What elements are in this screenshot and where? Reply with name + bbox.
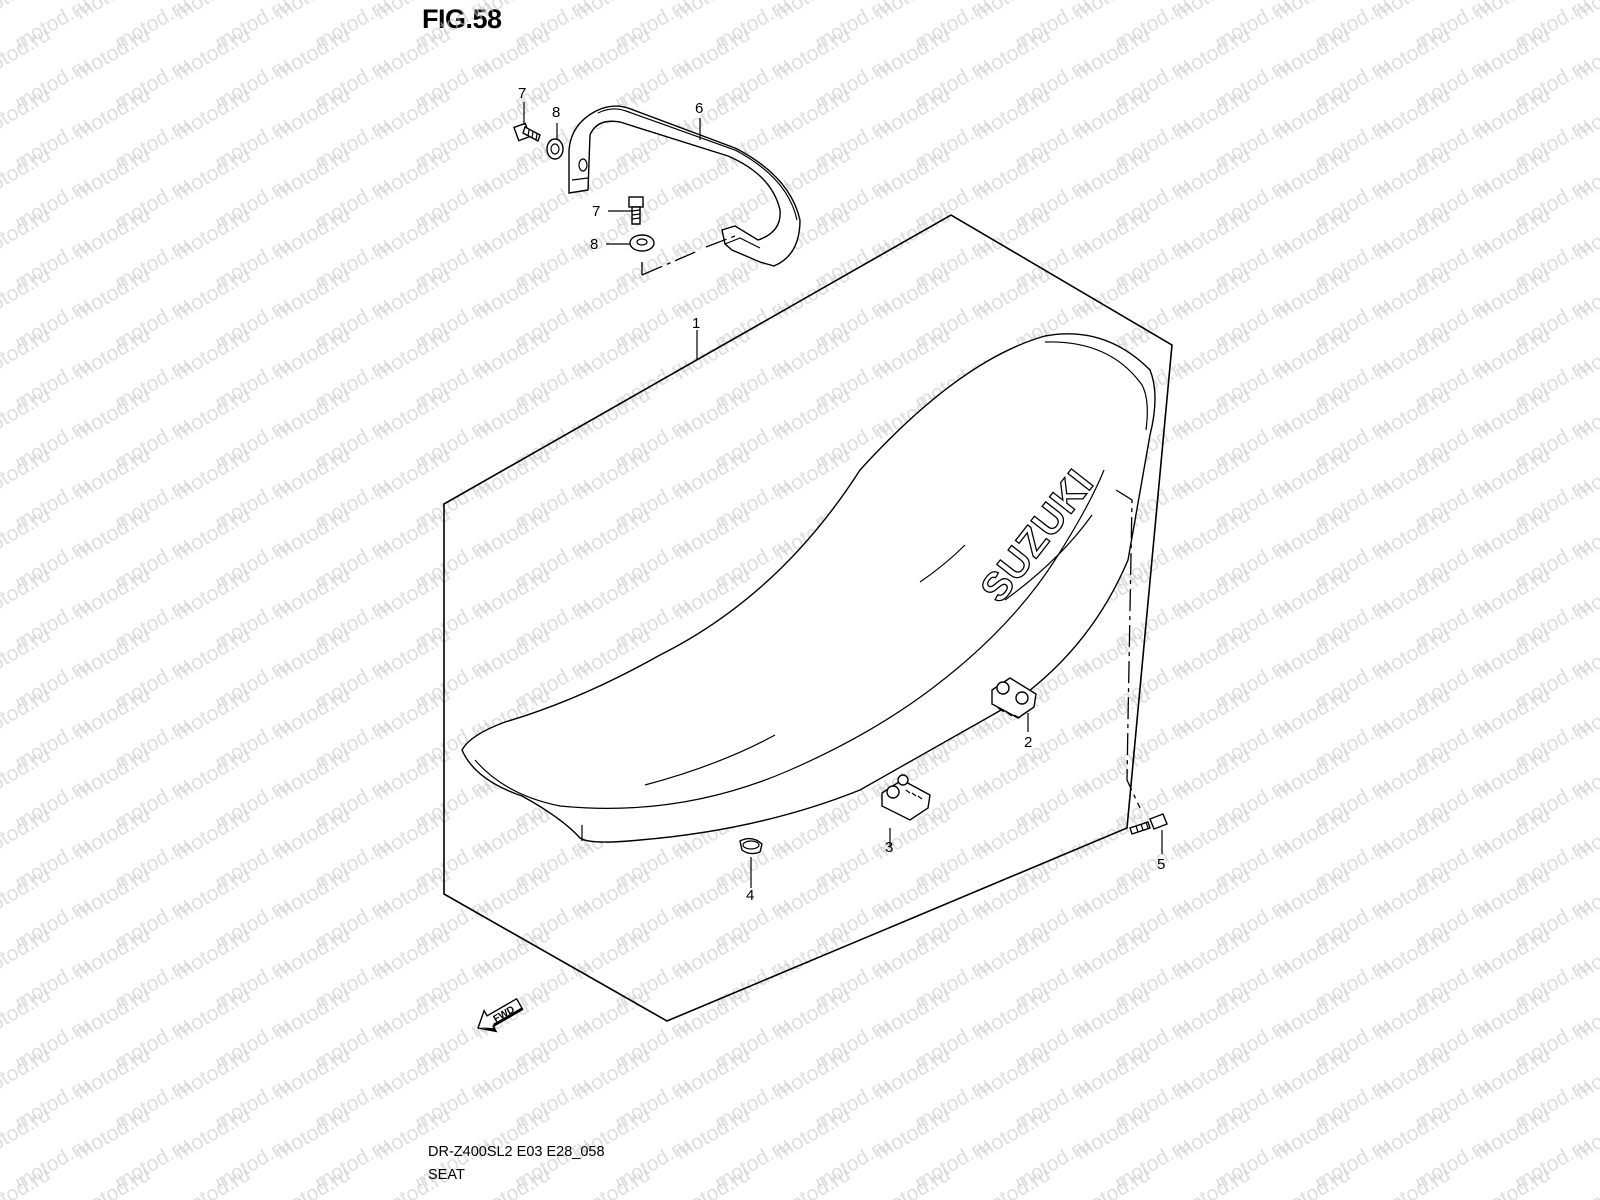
callout-part-2: 2 — [1024, 734, 1032, 751]
callout-part-1: 1 — [692, 315, 700, 332]
hook-plate-part-3[interactable] — [881, 774, 931, 821]
grab-rail-part-6[interactable] — [568, 105, 801, 267]
footer-diagram-code: DR-Z400SL2 E03 E28_058 — [428, 1144, 605, 1160]
callout-part-5: 5 — [1157, 856, 1165, 873]
seat-part-1[interactable]: SUZUKI — [461, 333, 1156, 843]
callout-part-7-lower: 7 — [592, 203, 600, 220]
callout-part-3: 3 — [885, 839, 893, 856]
washer-nut-part-8-upper[interactable] — [546, 138, 564, 160]
cushion-part-4[interactable] — [739, 837, 763, 855]
watermark-text: motod.ru — [1571, 1163, 1600, 1200]
callout-part-6: 6 — [695, 100, 703, 117]
assembly-guide-line-rail — [641, 235, 736, 276]
callout-part-8-lower: 8 — [590, 236, 598, 253]
footer-diagram-name: SEAT — [428, 1167, 465, 1183]
callout-leaders — [523, 102, 1163, 888]
bolt-part-7-upper[interactable] — [513, 122, 541, 143]
assembly-outline — [443, 214, 1173, 1022]
callout-part-7-upper: 7 — [518, 85, 526, 102]
assembly-guide-line-bolt — [1115, 489, 1141, 809]
bolt-part-5[interactable] — [1129, 813, 1168, 835]
washer-part-8-lower[interactable] — [629, 234, 655, 252]
callout-part-8-upper: 8 — [552, 104, 560, 121]
bolt-part-7-lower[interactable] — [628, 196, 644, 225]
callout-part-4: 4 — [746, 887, 754, 904]
hook-plate-part-2[interactable] — [991, 677, 1037, 719]
figure-title: FIG.58 — [422, 4, 502, 34]
